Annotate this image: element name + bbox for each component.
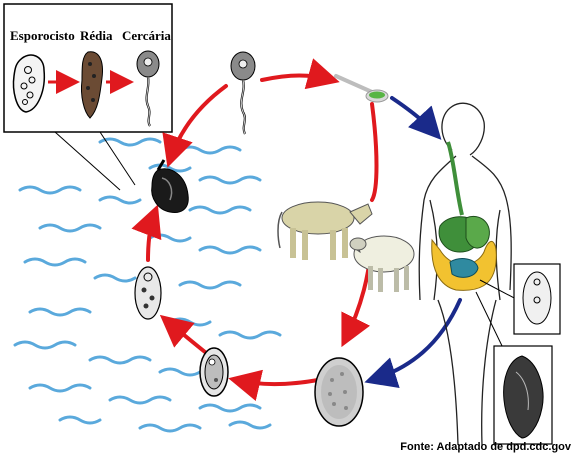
stage-label-cercaria: Cercária <box>122 28 171 43</box>
free-cercaria-icon <box>231 52 255 134</box>
miracidium-egg-icon <box>200 348 228 396</box>
stage-label-esporocisto: Esporocisto <box>10 28 75 43</box>
digestive-system-icon <box>432 142 497 290</box>
larval-stages-inset: Esporocisto Rédia Cercária <box>4 4 172 190</box>
stage-label-redia: Rédia <box>80 28 113 43</box>
spoon-icon <box>336 76 388 102</box>
redia-stage-icon <box>135 267 161 319</box>
source-note: Fonte: Adaptado de dpd.cdc.gov <box>400 441 571 453</box>
egg-icon <box>315 358 363 426</box>
sheep-icon <box>350 236 414 292</box>
